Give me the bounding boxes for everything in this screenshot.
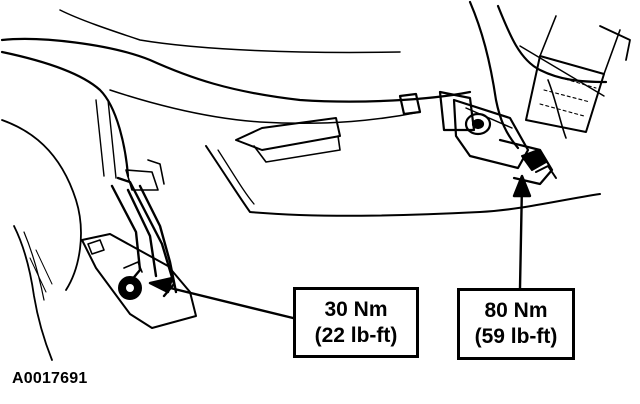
front-seat-track bbox=[110, 159, 178, 298]
arrowhead-front bbox=[148, 276, 174, 294]
floor-plate bbox=[81, 233, 197, 329]
torque-lbft-rear: (59 lb-ft) bbox=[474, 325, 558, 348]
torque-callout-front: 30 Nm (22 lb-ft) bbox=[293, 287, 419, 358]
torque-nm-rear: 80 Nm bbox=[484, 299, 548, 322]
rear-seat-track bbox=[398, 90, 554, 186]
arrow-to-front-bolt bbox=[152, 282, 295, 320]
arrowhead-rear bbox=[512, 174, 532, 198]
figure-id: A0017691 bbox=[12, 370, 88, 387]
torque-callout-rear: 80 Nm (59 lb-ft) bbox=[457, 288, 575, 360]
floor-pan bbox=[205, 117, 601, 217]
seat-back bbox=[468, 0, 631, 150]
torque-lbft-front: (22 lb-ft) bbox=[314, 324, 398, 347]
seat-belt bbox=[525, 15, 621, 133]
torque-nm-front: 30 Nm bbox=[324, 298, 388, 321]
arrow-to-rear-bolt bbox=[518, 182, 524, 290]
bolt-front bbox=[118, 261, 143, 300]
floor-left bbox=[13, 225, 53, 361]
bolt-rear bbox=[521, 149, 557, 179]
seat-cushion bbox=[0, 9, 472, 291]
leader-arrows bbox=[148, 174, 532, 320]
